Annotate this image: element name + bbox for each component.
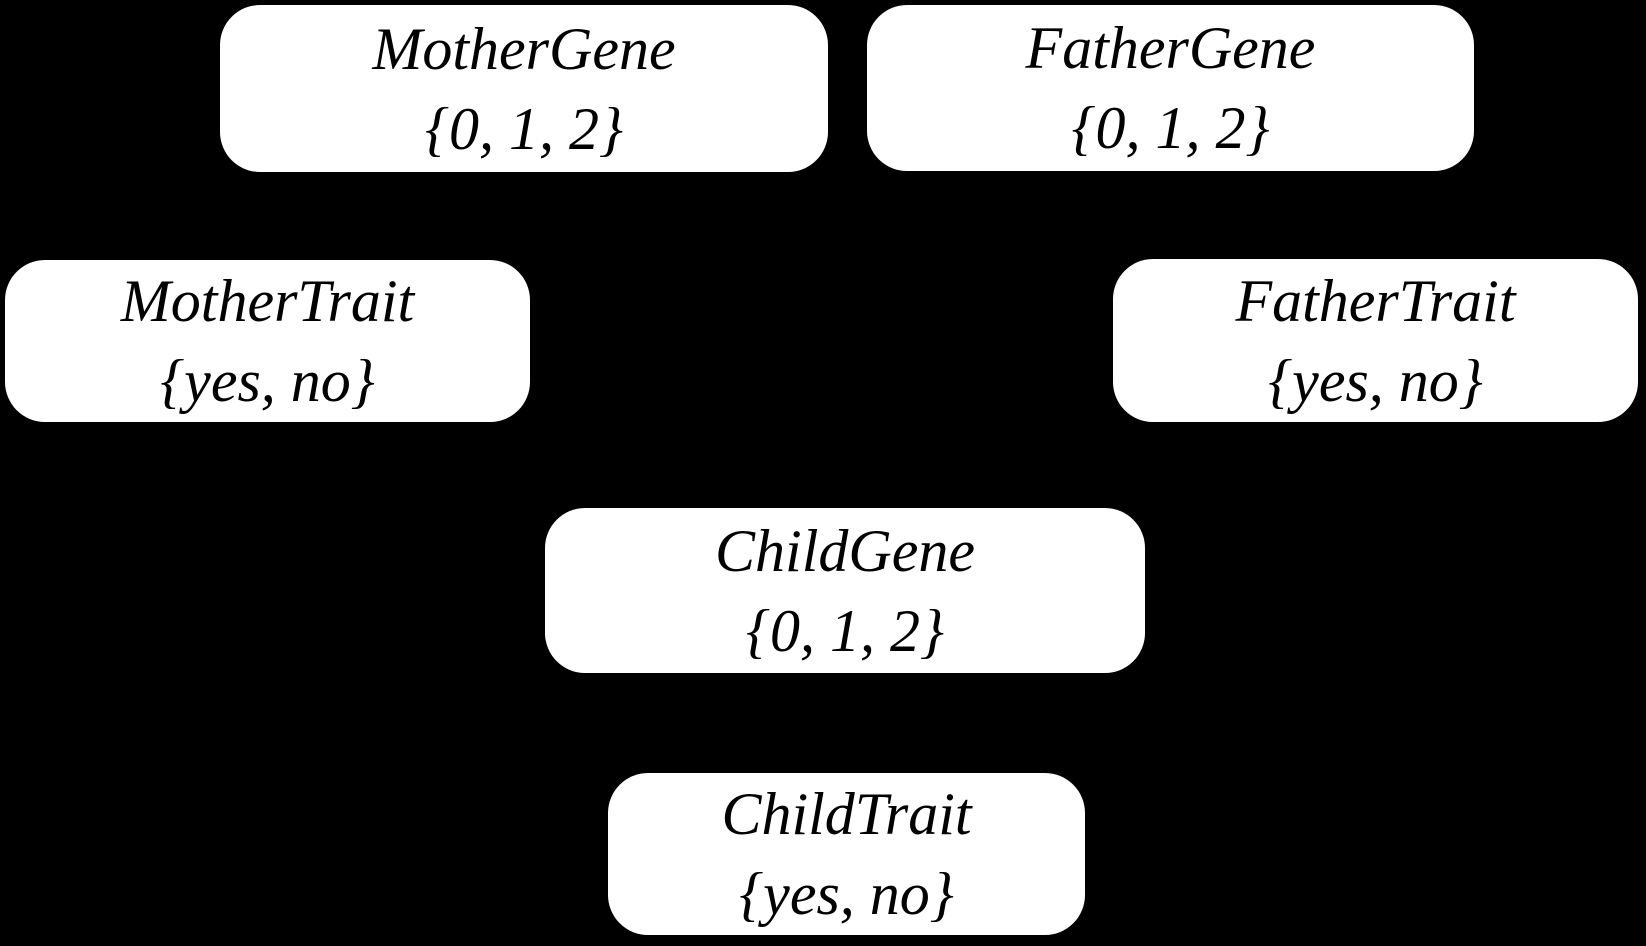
- node-father-gene: FatherGene {0, 1, 2}: [867, 5, 1474, 171]
- node-mother-trait-title: MotherTrait: [120, 268, 415, 334]
- node-child-trait-title: ChildTrait: [721, 781, 972, 847]
- node-father-trait-title: FatherTrait: [1235, 267, 1516, 334]
- node-child-gene: ChildGene {0, 1, 2}: [545, 508, 1145, 673]
- node-mother-trait-domain: {yes, no}: [160, 348, 375, 414]
- node-mother-gene-domain: {0, 1, 2}: [425, 95, 623, 162]
- node-father-gene-title: FatherGene: [1025, 15, 1316, 81]
- node-mother-gene: MotherGene {0, 1, 2}: [220, 5, 828, 172]
- node-father-trait-domain: {yes, no}: [1268, 347, 1483, 414]
- node-child-trait-domain: {yes, no}: [739, 861, 954, 927]
- node-mother-trait: MotherTrait {yes, no}: [5, 260, 530, 422]
- node-father-trait: FatherTrait {yes, no}: [1113, 259, 1638, 422]
- node-child-gene-domain: {0, 1, 2}: [746, 597, 944, 664]
- node-mother-gene-title: MotherGene: [372, 15, 676, 82]
- node-child-trait: ChildTrait {yes, no}: [608, 773, 1085, 935]
- node-father-gene-domain: {0, 1, 2}: [1071, 95, 1270, 161]
- node-child-gene-title: ChildGene: [715, 517, 975, 584]
